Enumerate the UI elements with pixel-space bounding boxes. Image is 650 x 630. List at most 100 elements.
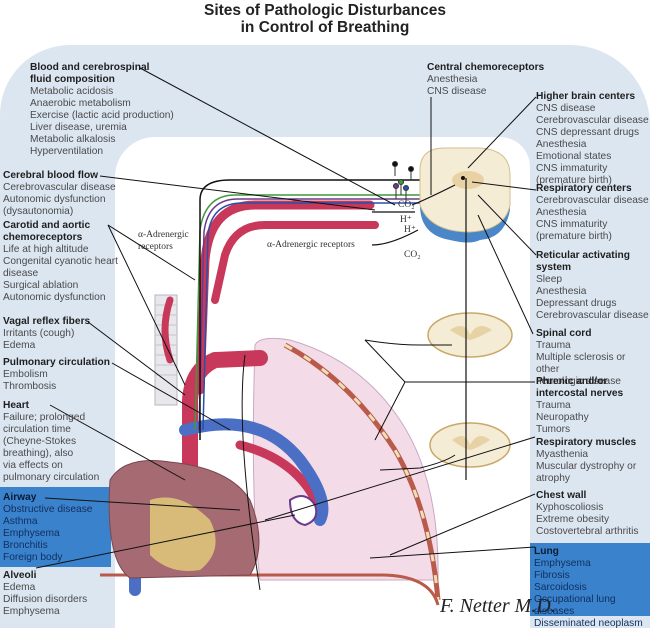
label-heading: Chest wall <box>536 490 587 501</box>
label-item: circulation time <box>3 424 71 435</box>
arteries <box>161 200 379 515</box>
label-item: atrophy <box>536 473 570 484</box>
label-heading: Carotid and aortic <box>3 220 91 231</box>
label-heading: Central chemoreceptors <box>427 62 545 73</box>
h-plus-label-2: H⁺ <box>404 225 416 235</box>
label-item: Irritants (cough) <box>3 328 75 339</box>
vertebral-artery <box>211 221 379 304</box>
label-item: Embolism <box>3 369 48 380</box>
leader-lines-right <box>241 96 537 591</box>
label-item: Neuropathy <box>536 412 589 423</box>
label-item: Autonomic dysfunction <box>3 194 106 205</box>
label-item: Anesthesia <box>536 207 587 218</box>
label-alveoli: Alveoli Edema Diffusion disorders Emphys… <box>3 570 87 618</box>
label-blood-csf: Blood and cerebrospinal fluid compositio… <box>30 62 174 158</box>
title-line-1: Sites of Pathologic Disturbances <box>203 2 447 19</box>
nerve-purple <box>198 198 452 431</box>
label-heading: Lung <box>534 546 559 557</box>
label-item: Tumors <box>536 424 571 435</box>
label-item: Disseminated neoplasm <box>534 618 643 629</box>
label-item: Surgical ablation <box>3 280 79 291</box>
label-higher-brain-centers: Higher brain centers CNS disease Cerebro… <box>536 91 649 187</box>
leader-lines-left <box>35 67 396 569</box>
label-heading: Vagal reflex fibers <box>3 316 91 327</box>
label-heading: Phrenic and/or <box>536 376 608 387</box>
pulmonary-vein <box>179 418 329 526</box>
label-item: Failure; prolonged <box>3 412 86 423</box>
label-heading: Higher brain centers <box>536 91 636 102</box>
label-item: (dysautonomia) <box>3 206 74 217</box>
label-item: Fibrosis <box>534 570 570 581</box>
label-heading: system <box>536 262 572 273</box>
carotid-artery <box>195 200 375 395</box>
label-phrenic-intercostal: Phrenic and/or intercostal nerves Trauma… <box>536 376 623 436</box>
label-heading: Alveoli <box>3 570 37 581</box>
label-item: Hyperventilation <box>30 146 104 157</box>
label-item: Anesthesia <box>427 74 478 85</box>
label-item: Autonomic dysfunction <box>3 292 106 303</box>
label-heading: Blood and cerebrospinal <box>30 62 150 73</box>
label-heading: Spinal cord <box>536 328 592 339</box>
label-item: Emphysema <box>3 528 60 539</box>
nerve-black <box>199 179 455 440</box>
alpha-receptors-left-line-1: α-Adrenergic <box>138 230 189 240</box>
label-item: Occupational lung diseases <box>534 594 616 617</box>
heart-fat <box>150 497 216 571</box>
label-carotid-aortic: Carotid and aortic chemoreceptors Life a… <box>3 220 118 304</box>
lung-highlight-box <box>530 543 650 616</box>
label-spinal-cord: Spinal cord Trauma Multiple sclerosis or… <box>536 328 650 388</box>
label-item: Anesthesia <box>536 139 587 150</box>
pulmonary-artery <box>235 440 325 515</box>
title-line-2: in Control of Breathing <box>240 19 410 36</box>
label-item: Cerebrovascular disease <box>536 310 649 321</box>
alpha-receptors-mid: α-Adrenergic receptors <box>267 240 355 250</box>
label-reticular-activating-system: Reticular activating system Sleep Anesth… <box>536 250 649 322</box>
label-item: Cerebrovascular disease <box>536 115 649 126</box>
label-heading: Pulmonary circulation <box>3 357 110 368</box>
label-respiratory-muscles: Respiratory muscles Myasthenia Muscular … <box>536 437 636 485</box>
label-item: Emotional states <box>536 151 612 162</box>
label-item: Liver disease, uremia <box>30 122 127 133</box>
h-plus-label-1: H⁺ <box>400 215 412 225</box>
spinal-cord-section-upper <box>427 312 513 358</box>
label-cerebral-blood-flow: Cerebral blood flow Cerebrovascular dise… <box>3 170 116 218</box>
label-heading: Cerebral blood flow <box>3 170 99 181</box>
label-lung: Lung Emphysema Fibrosis Sarcoidosis Occu… <box>534 546 650 630</box>
label-item: Myasthenia <box>536 449 589 460</box>
medulla-section <box>419 147 511 243</box>
label-item: Muscular dystrophy or <box>536 461 637 472</box>
label-item: CNS immaturity <box>536 219 608 230</box>
label-item: Sleep <box>536 274 563 285</box>
label-item: Thrombosis <box>3 381 57 392</box>
label-heading: Respiratory muscles <box>536 437 637 448</box>
label-item: Cerebrovascular disease <box>3 182 116 193</box>
label-item: Edema <box>3 340 36 351</box>
label-item: Metabolic alkalosis <box>30 134 116 145</box>
label-respiratory-centers: Respiratory centers Cerebrovascular dise… <box>536 183 649 243</box>
diaphragm <box>100 573 440 606</box>
label-item: Anesthesia <box>536 286 587 297</box>
label-item: Emphysema <box>3 606 60 617</box>
label-item: CNS immaturity <box>536 163 608 174</box>
label-item: Bronchitis <box>3 540 48 551</box>
label-item: Diffusion disorders <box>3 594 88 605</box>
label-item: Extreme obesity <box>536 514 610 525</box>
label-item: CNS disease <box>536 103 596 114</box>
label-item: neurologic disease <box>536 376 621 387</box>
artist-signature: F. Netter M.D. <box>439 595 556 617</box>
page-title: Sites of Pathologic Disturbances in Cont… <box>0 2 650 36</box>
label-item: CNS disease <box>427 86 487 97</box>
label-heading: Reticular activating <box>536 250 630 261</box>
label-item: Anaerobic metabolism <box>30 98 131 109</box>
label-pulmonary-circulation: Pulmonary circulation Embolism Thrombosi… <box>3 357 110 393</box>
label-item: disease <box>3 268 39 279</box>
spinal-cord-section-lower <box>429 422 511 468</box>
label-item: Trauma <box>536 340 571 351</box>
label-item: Multiple sclerosis or other <box>536 352 626 375</box>
label-item: Depressant drugs <box>536 298 617 309</box>
label-item: Costovertebral arthritis <box>536 526 639 537</box>
label-chest-wall: Chest wall Kyphoscoliosis Extreme obesit… <box>536 490 638 538</box>
label-item: (premature birth) <box>536 175 612 186</box>
label-heading: fluid composition <box>30 74 115 85</box>
